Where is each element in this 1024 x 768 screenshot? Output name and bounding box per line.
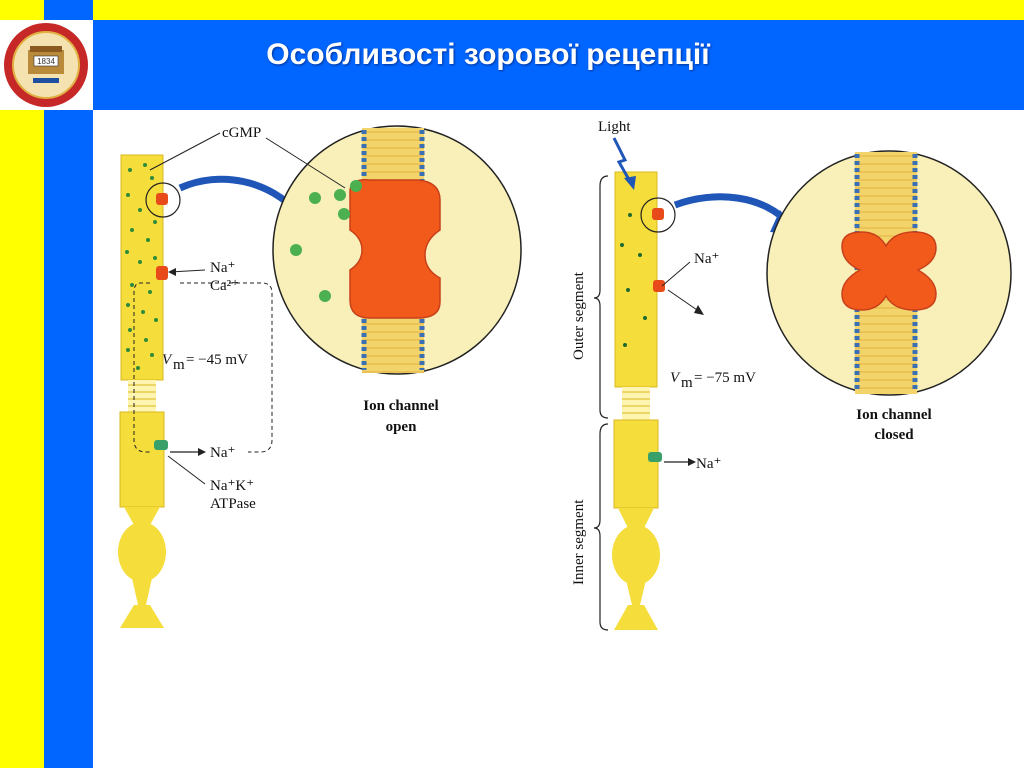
right-zoom-arrow (673, 193, 793, 228)
left-caption-2: open (386, 419, 418, 435)
closed-ion-channel (841, 231, 937, 311)
left-small-channel (156, 193, 168, 205)
right-caption-2: closed (874, 427, 914, 443)
title-bar (93, 20, 1024, 110)
left-caption-1: Ion channel (363, 398, 438, 414)
pump-label-1: Na⁺K⁺ (210, 478, 254, 494)
left-cgmp-dots (125, 163, 158, 370)
right-zoom-circle (766, 150, 1012, 396)
left-zoom-marker (145, 182, 181, 218)
right-na-label: Na⁺ (694, 251, 719, 267)
top-yellow-stripe (93, 0, 1024, 20)
left-na-channel (156, 266, 168, 280)
inner-segment-bracket (593, 423, 609, 631)
left-blue-stripe (44, 0, 93, 768)
left-yellow-stripe (0, 0, 44, 768)
outer-segment-bracket (593, 175, 609, 419)
right-caption-1: Ion channel (856, 407, 931, 423)
right-vm-value: = −75 mV (694, 370, 756, 386)
left-vm-label: V (162, 352, 173, 368)
left-na-out-label: Na⁺ (210, 445, 235, 461)
inner-segment-label: Inner segment (571, 499, 587, 585)
left-pump (154, 440, 168, 450)
logo-box: 1834 (0, 20, 93, 110)
pump-label-2: ATPase (210, 496, 256, 512)
left-vm-value: = −45 mV (186, 352, 248, 368)
right-na-channel (653, 280, 665, 292)
right-vm-sub: m (681, 375, 693, 391)
left-vm-sub: m (173, 357, 185, 373)
open-ion-channel (349, 178, 441, 319)
page-title: Особливості зорової рецепції (266, 38, 710, 71)
right-cgmp-dots (620, 213, 647, 347)
left-na-label: Na⁺ (210, 260, 235, 276)
light-arrow (612, 137, 634, 186)
left-zoom-circle (272, 125, 522, 375)
university-seal-icon: 1834 (4, 23, 88, 107)
right-small-channel (652, 208, 664, 220)
seal-year: 1834 (37, 57, 55, 66)
left-ca-label: Ca²⁺ (210, 278, 239, 294)
left-rod-cell (118, 154, 166, 628)
right-pump (648, 452, 662, 462)
right-zoom-marker (640, 197, 676, 233)
light-label: Light (598, 119, 631, 135)
right-na-out-label: Na⁺ (696, 456, 721, 472)
right-rod-cell (612, 171, 660, 630)
cgmp-label: cGMP (222, 125, 261, 141)
outer-segment-label: Outer segment (571, 271, 587, 360)
right-vm-label: V (670, 370, 681, 386)
